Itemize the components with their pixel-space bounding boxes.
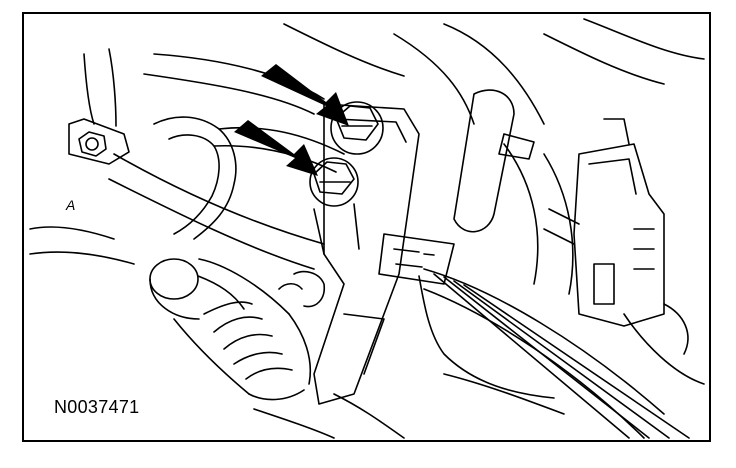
arrow-lower xyxy=(234,120,318,176)
figure-id-label: N0037471 xyxy=(54,397,140,417)
electrical-connector xyxy=(543,118,689,355)
mounting-bracket xyxy=(278,103,420,405)
hose-fittings xyxy=(378,89,535,285)
steering-boot xyxy=(149,258,312,401)
bolt-icon xyxy=(330,101,384,155)
wiring-harness xyxy=(418,268,690,439)
part-letter-label: A xyxy=(66,197,76,213)
bolt-icon xyxy=(309,157,359,207)
arrow-icon xyxy=(261,64,349,126)
bolt-upper xyxy=(330,101,384,155)
arrow-icon xyxy=(234,120,318,176)
left-bracket xyxy=(68,118,325,270)
background-structure xyxy=(29,18,705,439)
bolt-lower xyxy=(309,157,360,255)
arrow-upper xyxy=(261,64,349,126)
technical-illustration xyxy=(29,18,705,439)
figure-frame: A N0037471 xyxy=(22,12,711,442)
